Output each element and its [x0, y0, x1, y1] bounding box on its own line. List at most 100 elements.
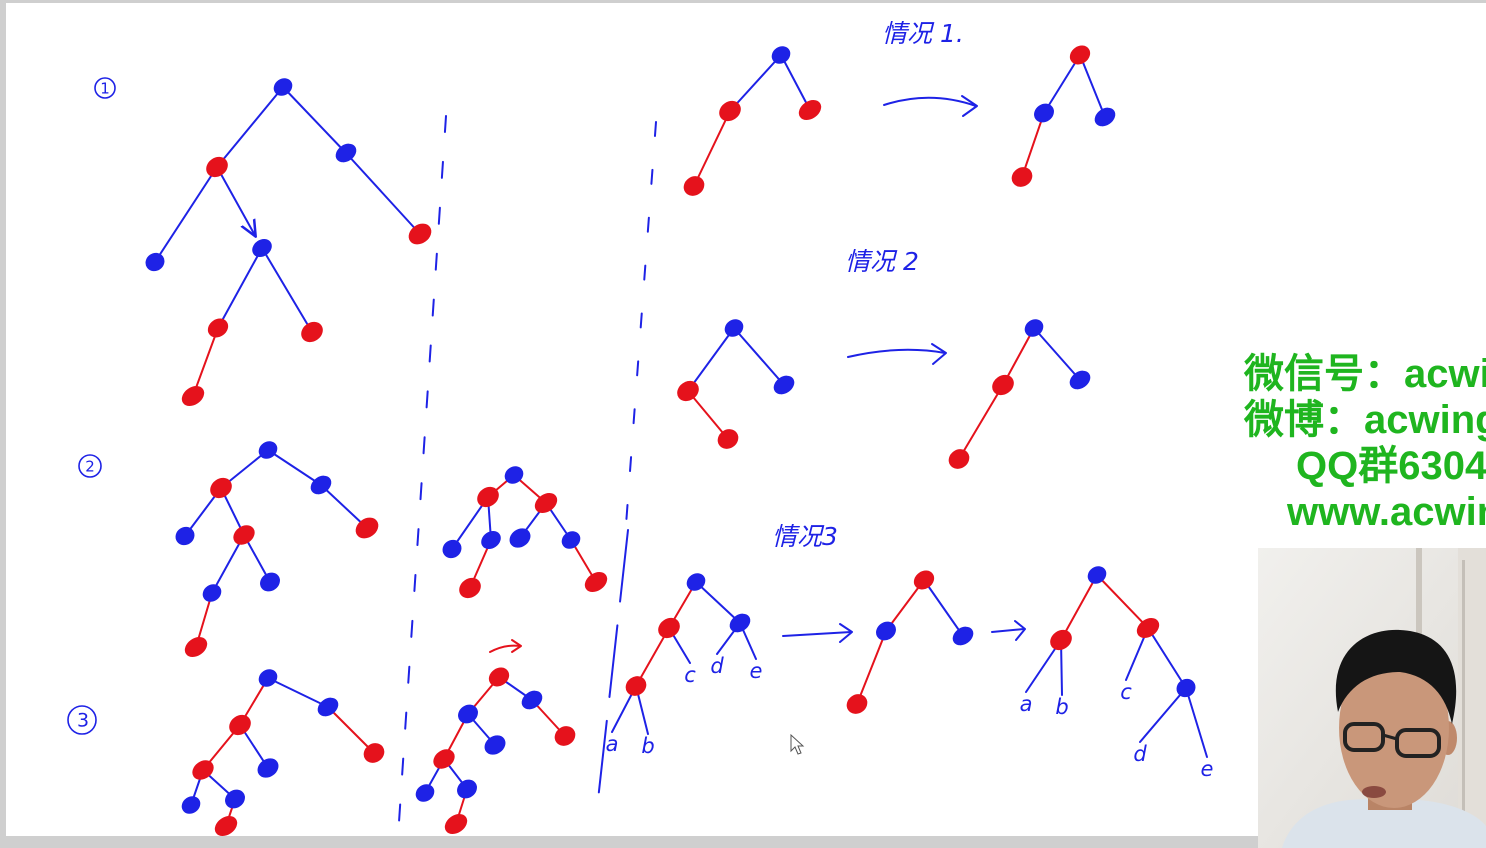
subtree-label: c: [684, 663, 696, 687]
board-bottom-band: [0, 836, 1258, 848]
subtree-label: a: [606, 732, 619, 756]
subtree-label: d: [1133, 742, 1147, 766]
blue-node: [258, 669, 278, 687]
red-node: [798, 99, 822, 121]
red-node: [1050, 629, 1072, 651]
red-node: [1136, 617, 1160, 639]
blue-node: [1176, 678, 1196, 698]
blue-node: [310, 475, 332, 495]
subtree-label: e: [750, 659, 763, 683]
tree-edge: [217, 247, 263, 329]
tree-edge: [261, 247, 313, 333]
watermark-qq: QQ群6304: [1296, 444, 1486, 488]
red-node: [207, 318, 229, 338]
red-node: [355, 517, 379, 539]
tree-edge: [1079, 54, 1106, 118]
board-surface: [6, 3, 1486, 836]
red-node: [477, 486, 499, 508]
example-2-before-tree: [175, 441, 379, 658]
tree-edge: [211, 534, 245, 594]
case-3-middle-tree: [846, 570, 974, 714]
red-node: [433, 749, 455, 769]
red-node: [846, 694, 868, 714]
red-node: [1011, 167, 1033, 187]
case-1-after-tree: [1011, 45, 1116, 187]
presenter-mouth: [1362, 786, 1386, 798]
case-2-arrow: [847, 343, 947, 365]
case-2-after-tree: [948, 319, 1091, 469]
blue-node: [335, 143, 357, 163]
tree-edge: [345, 152, 421, 235]
tree-edge: [1139, 687, 1187, 743]
subtree-label: e: [1201, 757, 1214, 781]
blue-node: [484, 735, 506, 755]
red-node: [948, 449, 970, 469]
red-node: [192, 760, 214, 780]
blue-node: [521, 690, 543, 710]
case-2-before-tree: [677, 319, 795, 449]
subtree-label: d: [710, 654, 724, 678]
blue-node: [258, 441, 278, 459]
red-node: [534, 492, 558, 514]
presenter-hair: [1335, 629, 1457, 724]
red-node: [229, 714, 251, 736]
tree-edge: [267, 449, 322, 486]
tree-edge: [1021, 112, 1045, 178]
blue-node: [202, 584, 222, 602]
tree-edge: [192, 327, 219, 397]
section-mark-3: 3: [67, 705, 97, 735]
circle-mark: [67, 705, 97, 735]
blue-node: [257, 758, 279, 778]
blue-node: [724, 319, 744, 337]
tree-edge: [635, 627, 670, 687]
red-node: [363, 743, 385, 763]
mouse-cursor-icon: [790, 733, 805, 755]
red-node: [459, 577, 481, 599]
glasses-left-lens: [1343, 722, 1385, 752]
tree-edge: [1033, 327, 1081, 381]
tree-edge: [733, 327, 785, 386]
tree-edge: [958, 384, 1004, 460]
subtree-label: b: [1055, 695, 1068, 719]
red-node: [488, 667, 510, 687]
divider-right-lower: [597, 529, 629, 801]
tree-edge: [695, 581, 741, 624]
presenter-face: [1339, 648, 1449, 808]
red-node: [913, 570, 935, 590]
tree-edge: [154, 166, 218, 263]
blue-node: [729, 613, 751, 633]
tree-edge: [267, 677, 329, 708]
blue-node: [457, 779, 477, 799]
blue-node: [442, 539, 462, 559]
blue-node: [1024, 319, 1044, 337]
red-node: [444, 813, 468, 835]
red-node: [677, 380, 699, 402]
blue-node: [225, 789, 245, 809]
blue-node: [415, 784, 435, 802]
tree-edge: [687, 390, 729, 440]
case-1-arrow: [883, 95, 978, 117]
tree-edge: [687, 327, 735, 392]
watermark: 微信号：acwi 微博：acwing QQ群6304 www.acwin: [1243, 352, 1486, 534]
blue-node: [509, 528, 531, 548]
blue-node: [1069, 370, 1091, 390]
tree-edge: [1185, 687, 1208, 758]
red-node: [717, 429, 739, 449]
red-node: [554, 726, 576, 746]
subtree-label: c: [1120, 680, 1132, 704]
tree-edge: [1096, 574, 1149, 629]
red-node: [233, 525, 255, 545]
red-node: [658, 617, 680, 639]
blue-node: [273, 78, 293, 96]
circle-mark: [78, 454, 102, 478]
blue-node: [561, 531, 581, 549]
red-node: [206, 156, 228, 178]
blue-node: [773, 375, 795, 395]
tree-edge: [1147, 627, 1187, 689]
blue-node: [952, 626, 974, 646]
blue-node: [175, 526, 195, 546]
